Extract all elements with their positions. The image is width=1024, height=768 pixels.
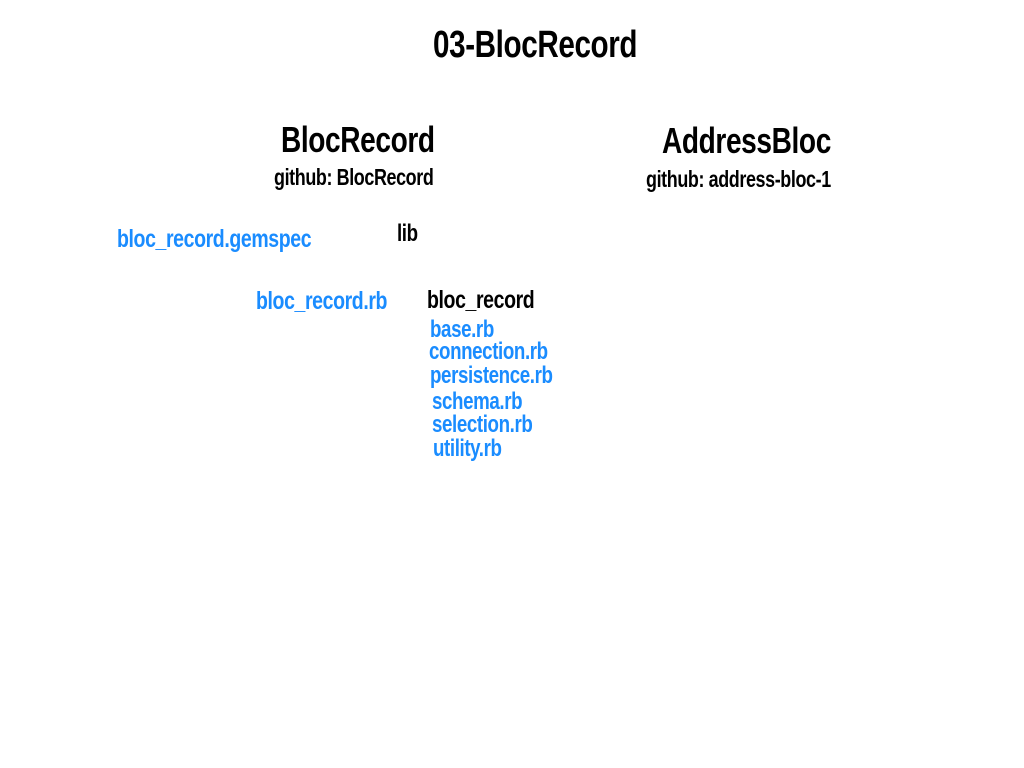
bloc-record-folder: bloc_record [427, 286, 535, 314]
gemspec-file[interactable]: bloc_record.gemspec [117, 225, 312, 253]
file-schema-rb[interactable]: schema.rb [432, 388, 523, 415]
bloc-record-rb-file[interactable]: bloc_record.rb [256, 287, 388, 315]
addressbloc-project-title: AddressBloc [662, 120, 831, 161]
file-selection-rb[interactable]: selection.rb [432, 411, 533, 438]
page-title: 03-BlocRecord [433, 24, 638, 66]
file-utility-rb[interactable]: utility.rb [433, 435, 502, 462]
lib-folder: lib [397, 220, 418, 247]
file-persistence-rb[interactable]: persistence.rb [430, 362, 553, 389]
file-connection-rb[interactable]: connection.rb [429, 338, 548, 365]
blocrecord-github-label: github: BlocRecord [274, 164, 434, 190]
file-base-rb[interactable]: base.rb [430, 316, 494, 343]
blocrecord-project-title: BlocRecord [281, 119, 435, 160]
addressbloc-github-label: github: address-bloc-1 [646, 166, 831, 192]
